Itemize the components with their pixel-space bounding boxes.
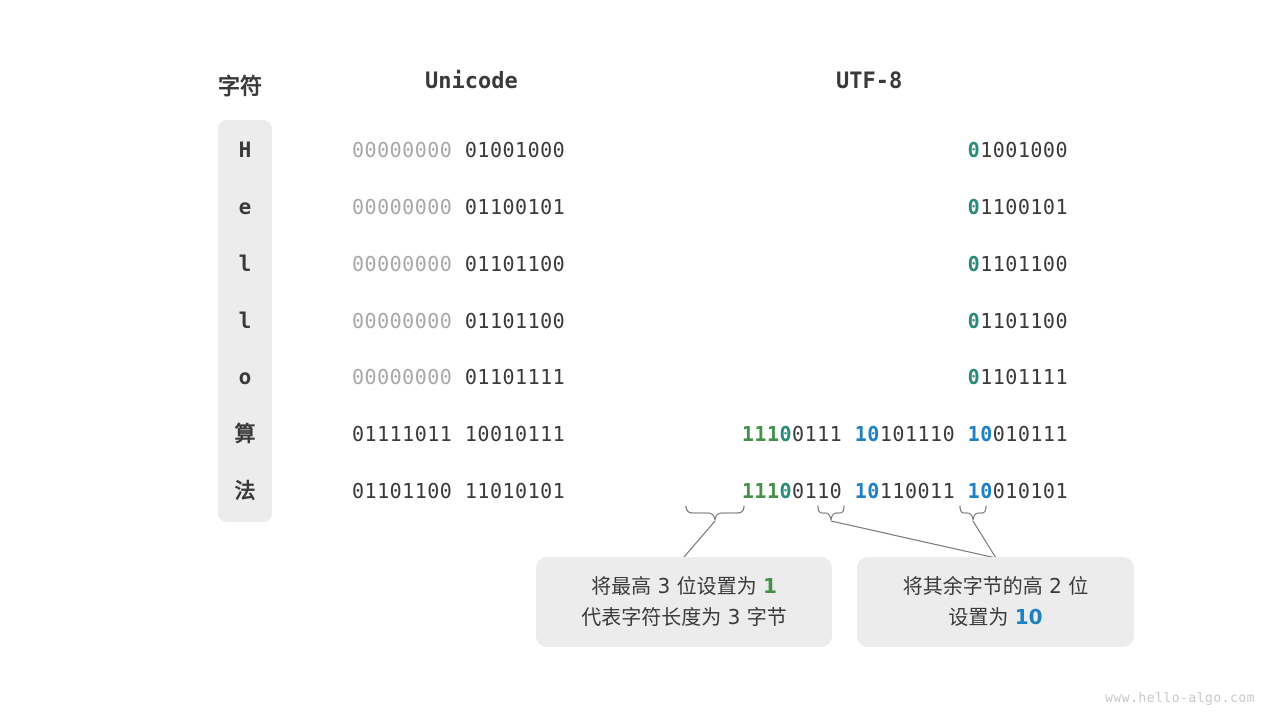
unicode-low-byte: 11010101 bbox=[464, 479, 566, 503]
unicode-value-row-5: 01111011 10010111 bbox=[352, 422, 565, 446]
unicode-high-byte: 00000000 bbox=[352, 195, 453, 219]
utf8-terminator-bit: 0 bbox=[779, 479, 793, 503]
utf8-prefix-bits: 0 bbox=[967, 252, 981, 276]
utf8-payload-bits-2: 110011 bbox=[879, 479, 956, 503]
brace-length-marker bbox=[685, 505, 745, 521]
utf8-value-row-4: 01101111 bbox=[968, 365, 1068, 389]
unicode-low-byte: 01001000 bbox=[464, 138, 566, 162]
utf8-prefix-bits: 0 bbox=[967, 365, 981, 389]
utf8-value-row-6: 11100110 10110011 10010101 bbox=[742, 479, 1068, 503]
char-cell: 算 bbox=[234, 422, 256, 446]
unicode-high-byte: 00000000 bbox=[352, 309, 453, 333]
utf8-prefix-bits: 0 bbox=[967, 195, 981, 219]
utf8-payload-bits-3: 010101 bbox=[992, 479, 1068, 503]
utf8-payload-bits: 1101100 bbox=[980, 252, 1068, 276]
unicode-value-row-3: 00000000 01101100 bbox=[352, 309, 565, 333]
char-cell: H bbox=[238, 138, 252, 162]
callout-2-highlight: 10 bbox=[1014, 605, 1043, 629]
callout-2-line-1: 将其余字节的高 2 位 bbox=[902, 574, 1089, 598]
utf8-value-row-0: 01001000 bbox=[968, 138, 1068, 162]
char-cell: l bbox=[238, 252, 252, 276]
utf8-value-row-5: 11100111 10101110 10010111 bbox=[742, 422, 1068, 446]
utf8-payload-bits: 1101100 bbox=[980, 309, 1068, 333]
leader-line-continuation-2 bbox=[830, 520, 997, 559]
unicode-low-byte: 01100101 bbox=[464, 195, 566, 219]
callout-1-line-1: 将最高 3 位设置为 1 bbox=[591, 571, 777, 602]
utf8-payload-bits-1: 0111 bbox=[792, 422, 843, 446]
byte-gap bbox=[452, 479, 465, 503]
unicode-high-byte: 01101100 bbox=[352, 479, 453, 503]
column-header-utf8: UTF-8 bbox=[836, 69, 903, 94]
char-cell: e bbox=[238, 195, 252, 219]
watermark: www.hello-algo.com bbox=[1105, 691, 1255, 706]
byte-gap bbox=[842, 422, 855, 446]
byte-gap bbox=[842, 479, 855, 503]
unicode-low-byte: 10010111 bbox=[464, 422, 566, 446]
leader-line-length-marker bbox=[683, 520, 716, 558]
utf8-continuation-marker-bits-2: 10 bbox=[854, 479, 880, 503]
byte-gap bbox=[452, 252, 465, 276]
brace-continuation-2 bbox=[817, 505, 845, 521]
utf8-continuation-marker-bits-2: 10 bbox=[854, 422, 880, 446]
utf8-payload-bits-1: 0110 bbox=[792, 479, 843, 503]
callout-continuation-bits: 将其余字节的高 2 位 设置为 10 bbox=[857, 557, 1134, 647]
callout-2-line-2: 设置为 10 bbox=[948, 602, 1042, 633]
byte-gap bbox=[452, 309, 465, 333]
utf8-value-row-2: 01101100 bbox=[968, 252, 1068, 276]
utf8-continuation-marker-bits-3: 10 bbox=[967, 479, 993, 503]
unicode-low-byte: 01101100 bbox=[464, 309, 566, 333]
unicode-high-byte: 01111011 bbox=[352, 422, 453, 446]
char-cell: 法 bbox=[234, 479, 256, 503]
byte-gap bbox=[955, 422, 968, 446]
unicode-high-byte: 00000000 bbox=[352, 252, 453, 276]
callout-2-line-2-text: 设置为 bbox=[948, 605, 1015, 629]
byte-gap bbox=[452, 365, 465, 389]
utf8-length-marker-bits: 111 bbox=[741, 479, 780, 503]
callout-length-marker: 将最高 3 位设置为 1 代表字符长度为 3 字节 bbox=[536, 557, 832, 647]
callout-1-highlight: 1 bbox=[762, 574, 777, 598]
unicode-low-byte: 01101111 bbox=[464, 365, 566, 389]
char-cell: o bbox=[238, 365, 252, 389]
byte-gap bbox=[452, 195, 465, 219]
brace-continuation-3 bbox=[959, 505, 987, 521]
byte-gap bbox=[452, 422, 465, 446]
unicode-low-byte: 01101100 bbox=[464, 252, 566, 276]
utf8-terminator-bit: 0 bbox=[779, 422, 793, 446]
unicode-value-row-6: 01101100 11010101 bbox=[352, 479, 565, 503]
utf8-continuation-marker-bits-3: 10 bbox=[967, 422, 993, 446]
byte-gap bbox=[955, 479, 968, 503]
unicode-value-row-0: 00000000 01001000 bbox=[352, 138, 565, 162]
utf8-payload-bits: 1100101 bbox=[980, 195, 1068, 219]
utf8-value-row-3: 01101100 bbox=[968, 309, 1068, 333]
utf8-value-row-1: 01100101 bbox=[968, 195, 1068, 219]
character-column-box bbox=[218, 120, 272, 522]
byte-gap bbox=[452, 138, 465, 162]
unicode-value-row-2: 00000000 01101100 bbox=[352, 252, 565, 276]
utf8-payload-bits: 1001000 bbox=[980, 138, 1068, 162]
unicode-value-row-4: 00000000 01101111 bbox=[352, 365, 565, 389]
utf8-payload-bits: 1101111 bbox=[980, 365, 1068, 389]
utf8-length-marker-bits: 111 bbox=[741, 422, 780, 446]
utf8-prefix-bits: 0 bbox=[967, 138, 981, 162]
utf8-payload-bits-3: 010111 bbox=[992, 422, 1068, 446]
unicode-high-byte: 00000000 bbox=[352, 138, 453, 162]
unicode-high-byte: 00000000 bbox=[352, 365, 453, 389]
utf8-prefix-bits: 0 bbox=[967, 309, 981, 333]
column-header-unicode: Unicode bbox=[425, 69, 518, 94]
utf8-payload-bits-2: 101110 bbox=[879, 422, 956, 446]
unicode-value-row-1: 00000000 01100101 bbox=[352, 195, 565, 219]
callout-1-line-2: 代表字符长度为 3 字节 bbox=[581, 605, 787, 629]
leader-line-continuation-3 bbox=[972, 520, 997, 559]
column-header-character: 字符 bbox=[218, 75, 263, 100]
char-cell: l bbox=[238, 309, 252, 333]
callout-1-line-1-text: 将最高 3 位设置为 bbox=[591, 574, 763, 598]
